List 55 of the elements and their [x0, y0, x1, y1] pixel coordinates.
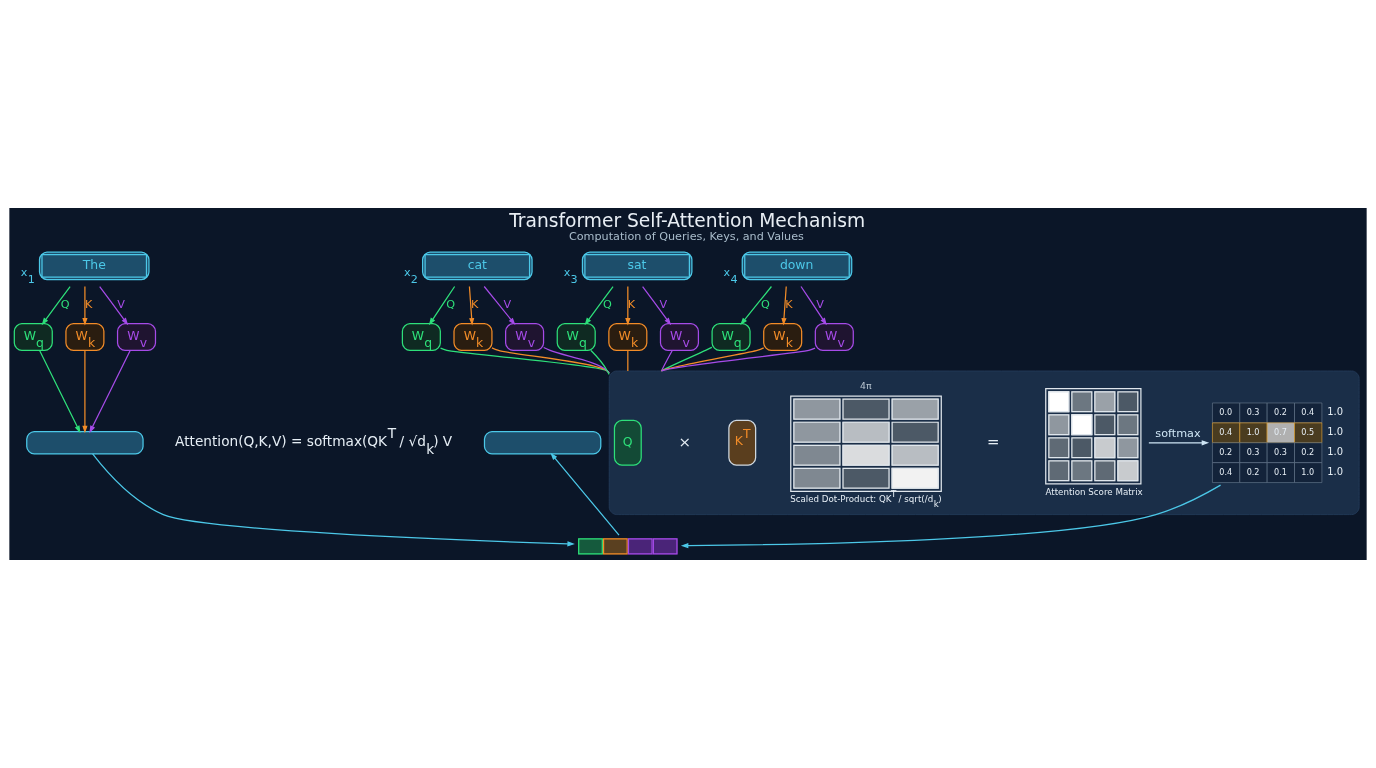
edge-label: V [117, 297, 125, 311]
node-label: 1.0 [1327, 406, 1343, 418]
arrow [92, 453, 575, 547]
connector [660, 347, 765, 372]
node-label: 1.0 [1327, 426, 1343, 438]
connector [660, 349, 673, 372]
arrow [680, 484, 1222, 549]
edge-label: K [84, 297, 93, 311]
edge-label: K [785, 297, 793, 311]
node-box [26, 430, 144, 455]
arrow [483, 285, 516, 326]
node-box [483, 430, 602, 455]
node-label: 4π [860, 379, 872, 391]
connector [660, 346, 713, 372]
edge-label: Q [446, 297, 456, 311]
edge-label: V [659, 297, 668, 311]
arrow [781, 285, 787, 326]
arrow [642, 285, 672, 326]
node-label: 1.0 [1327, 446, 1343, 458]
edge-label: Q [602, 297, 612, 311]
connector [627, 349, 629, 372]
connector [439, 347, 610, 374]
connector [543, 346, 610, 374]
arrow [39, 349, 81, 434]
edge-label: V [503, 297, 512, 311]
edge-label: V [816, 297, 824, 311]
edge-label: Q [760, 297, 770, 311]
edge-label: softmax [1155, 427, 1201, 441]
arrow [99, 285, 129, 326]
caption: Computation of Queries, Keys, and Values [568, 229, 804, 243]
arrow [625, 285, 631, 326]
cluster [608, 370, 1360, 515]
label: × [678, 432, 692, 451]
node-box: Q [613, 419, 642, 466]
diagram-title: Transformer Self-Attention Mechanism [509, 210, 866, 232]
arrow [584, 285, 614, 326]
edge-label: K [471, 297, 479, 311]
arrow [740, 285, 773, 326]
edge-label: K [627, 297, 636, 311]
arrow [550, 452, 620, 536]
arrow [82, 349, 88, 434]
arrow [468, 285, 475, 326]
connector [660, 347, 816, 372]
arrow [428, 285, 456, 326]
arrow [41, 285, 71, 326]
label: = [986, 432, 1000, 451]
arrow [82, 285, 88, 326]
edge-label: Q [60, 297, 70, 311]
arrow [89, 349, 131, 434]
connector [491, 347, 610, 374]
arrow [1148, 440, 1210, 446]
node-label: 1.0 [1327, 465, 1343, 477]
arrow [800, 285, 827, 326]
node-label: Attention Score Matrix [1045, 487, 1143, 498]
connector [590, 349, 610, 375]
